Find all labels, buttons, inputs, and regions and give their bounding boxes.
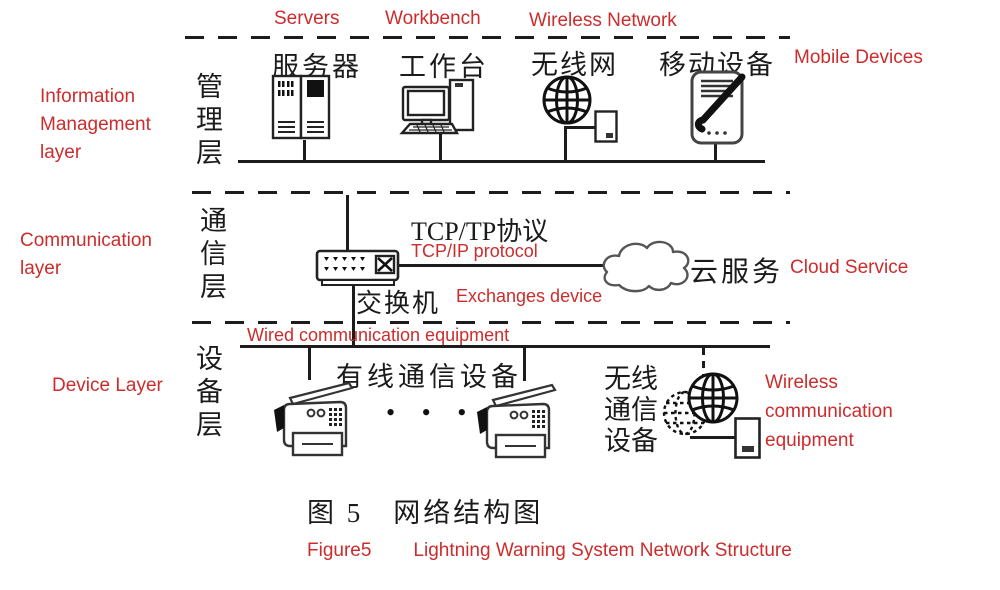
- device-layer-annotation: Device Layer: [52, 375, 163, 396]
- annotation-line: Wireless: [765, 372, 838, 393]
- annotation-line: Information: [40, 86, 136, 107]
- annotation-line: equipment: [765, 430, 854, 451]
- wireless-equipment-dotted-link: [702, 348, 705, 375]
- wireless-equipment-globes-icon: [658, 371, 742, 439]
- communication-device-boundary-dashed-line: [192, 321, 790, 324]
- printer-icon: [475, 378, 565, 460]
- server-connector-line: [303, 140, 306, 161]
- figure-number: Figure5: [307, 540, 372, 561]
- mobile-connector-line: [714, 140, 717, 161]
- information-management-layer-annotation: Information Management layer: [40, 83, 151, 167]
- workbench-connector-line: [439, 133, 442, 161]
- switch-annotation: Exchanges device: [456, 286, 603, 306]
- cloud-service-annotation: Cloud Service: [790, 257, 909, 278]
- ellipsis-dots: • • •: [386, 398, 477, 427]
- switch-cloud-link-line: [397, 264, 603, 267]
- wireless-net-modem-link-line: [564, 126, 596, 129]
- figure-caption-cn: 图 5 网络结构图: [307, 498, 544, 528]
- wireless-network-label: 无线网: [531, 50, 618, 80]
- annotation-line: Management: [40, 114, 151, 135]
- wireless-modem-icon: [594, 110, 618, 143]
- annotation-line: layer: [40, 142, 82, 163]
- protocol-label: TCP/TP协议: [411, 217, 549, 246]
- communication-layer-annotation: Communication layer: [20, 227, 152, 283]
- switch-uplink-line: [346, 195, 349, 252]
- device-bus-line: [240, 345, 770, 348]
- figure-title: Lightning Warning System Network Structu…: [413, 540, 792, 561]
- annotation-line: communication: [765, 401, 893, 422]
- wireless-network-globe-icon: [541, 74, 593, 126]
- annotation-line: layer: [20, 258, 62, 279]
- mobile-device-icon: [690, 69, 754, 147]
- protocol-annotation: TCP/IP protocol: [411, 241, 538, 261]
- wireless-equipment-modem-icon: [734, 417, 761, 459]
- label-line: 无线: [604, 364, 658, 394]
- management-bus-line: [238, 160, 765, 163]
- wired-equipment-label: 有线通信设备: [336, 362, 522, 392]
- management-communication-boundary-dashed-line: [192, 191, 790, 194]
- switch-downlink-line: [352, 284, 355, 346]
- communication-layer-label: 通信层: [196, 206, 226, 305]
- cloud-icon: [597, 235, 695, 295]
- printer1-connector-line: [308, 347, 311, 380]
- printer-icon: [272, 376, 362, 458]
- server-icon: [270, 74, 334, 142]
- wireless-equipment-label: 无线 通信 设备: [604, 364, 658, 457]
- wireless-net-connector-line: [564, 127, 567, 161]
- mobile-devices-annotation: Mobile Devices: [794, 47, 923, 68]
- switch-icon: [315, 249, 401, 289]
- device-layer-label: 设备层: [192, 344, 222, 443]
- workbench-icon: [399, 78, 477, 136]
- wireless-equipment-modem-link-line: [690, 436, 736, 439]
- cloud-service-label: 云服务: [690, 257, 784, 288]
- label-line: 设备: [604, 426, 658, 456]
- wireless-network-annotation: Wireless Network: [529, 10, 677, 31]
- annotation-line: Communication: [20, 230, 152, 251]
- switch-label: 交换机: [356, 289, 441, 318]
- top-boundary-dashed-line: [185, 36, 790, 39]
- management-layer-label: 管理层: [192, 72, 222, 171]
- printer2-connector-line: [523, 347, 526, 381]
- wireless-equipment-annotation: Wireless communication equipment: [765, 368, 893, 455]
- figure-caption-en: Figure5 Lightning Warning System Network …: [307, 540, 792, 563]
- wired-equipment-annotation: Wired communication equipment: [247, 325, 510, 345]
- servers-annotation: Servers: [274, 8, 340, 29]
- label-line: 通信: [604, 395, 658, 425]
- workbench-annotation: Workbench: [385, 8, 481, 29]
- workbench-label: 工作台: [399, 52, 489, 82]
